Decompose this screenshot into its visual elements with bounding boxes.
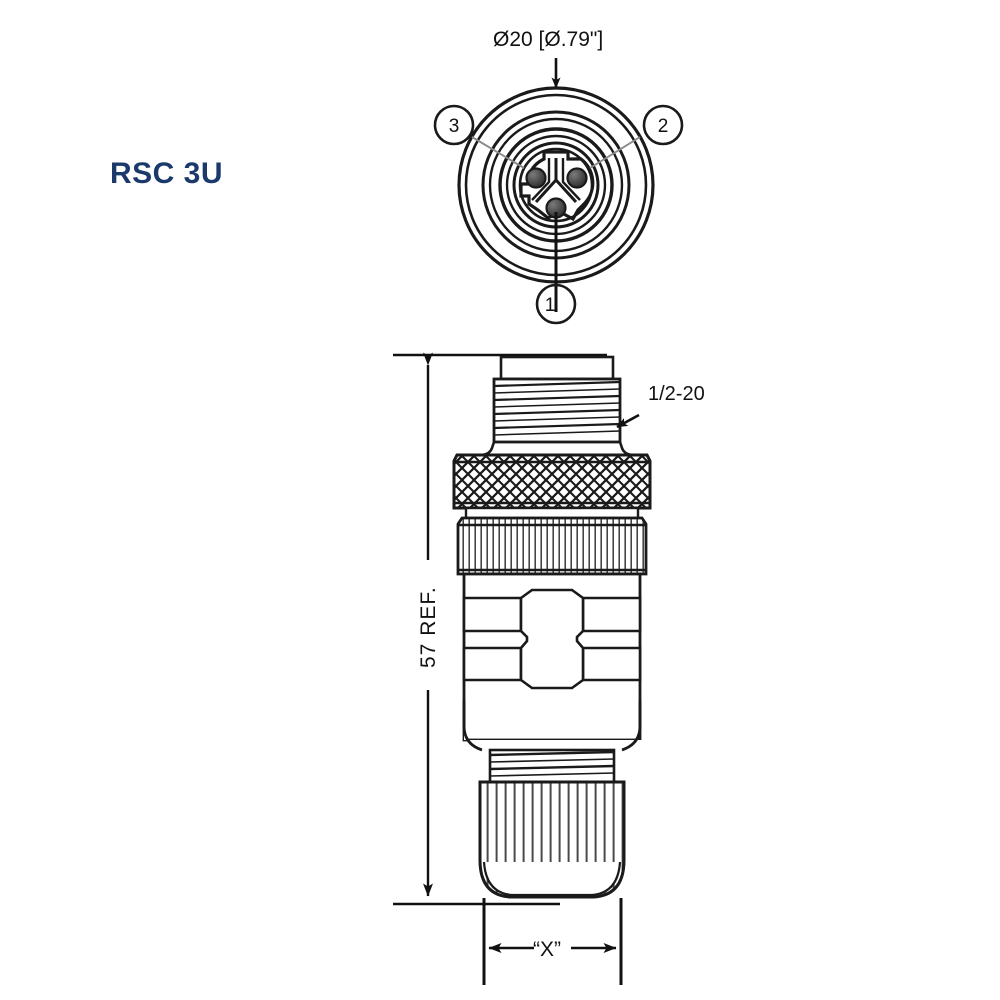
cable-grip-nut	[478, 780, 626, 899]
balloon-3-label: 3	[449, 116, 460, 137]
knurled-coupling-nut	[452, 453, 652, 510]
diameter-dimension-label: Ø20 [Ø.79"]	[493, 28, 603, 51]
balloon-1-label: 1	[545, 295, 556, 316]
x-width-label: “X”	[533, 938, 561, 961]
overall-length-label: 57 REF.	[417, 586, 440, 668]
knurl-to-body-step	[464, 506, 640, 520]
balloon-3-leader	[471, 136, 525, 169]
balloon-2[interactable]	[642, 104, 684, 146]
thread-callout-leader	[616, 413, 640, 429]
balloon-2-leader	[589, 136, 641, 169]
pin-contact-2	[566, 167, 588, 189]
pin-contact-3	[525, 167, 547, 189]
flange-grip-flats	[462, 588, 642, 690]
nose-left-shoulder	[475, 441, 496, 457]
side-view-group: 57 REF.	[393, 352, 705, 985]
insert-keyed-body	[519, 150, 595, 222]
gland-thread-neck	[488, 748, 616, 784]
threaded-nose-section	[475, 355, 639, 457]
balloon-2-label: 2	[658, 116, 669, 137]
nose-right-shoulder	[618, 441, 639, 457]
nose-tip-collar	[499, 355, 615, 381]
pin-contacts-group	[525, 167, 588, 219]
x-width-dimension-group	[482, 898, 623, 985]
thread-callout-label: 1/2-20	[648, 383, 705, 405]
face-view-group	[433, 58, 684, 325]
thread-helix-lines	[493, 380, 621, 436]
page-title: RSC 3U	[110, 157, 224, 190]
balloon-3[interactable]	[433, 104, 475, 146]
balloon-1[interactable]	[535, 283, 577, 325]
ribbed-body-band	[456, 516, 648, 576]
lower-barrel-right-edge	[621, 700, 642, 752]
lower-barrel-left-edge	[462, 700, 483, 752]
